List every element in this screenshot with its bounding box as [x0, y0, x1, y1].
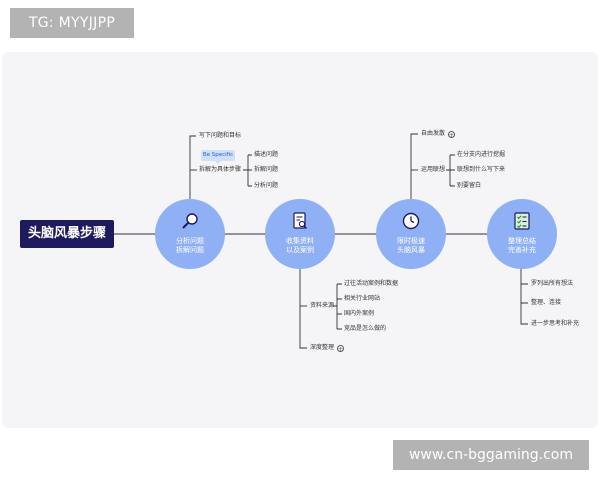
branch2-sub-1[interactable]: 过往活动案例和数据: [344, 280, 399, 287]
clock-icon: [402, 212, 420, 230]
branch1-sub-3[interactable]: 分析问题: [254, 182, 279, 189]
node-line2: 以及案例: [286, 246, 314, 254]
branch3-sub-3[interactable]: 别要留白: [457, 182, 482, 189]
node-timed-brainstorm[interactable]: 限时极速 头脑风暴: [376, 199, 446, 269]
branch1-sub-2[interactable]: 拆解问题: [254, 166, 279, 173]
branch3-sub-connectors: [446, 154, 455, 187]
branch4-item-1[interactable]: 罗列出所有想法: [531, 280, 574, 287]
magnifier-icon: [182, 213, 198, 229]
node-line1: 分析问题: [176, 237, 204, 245]
node-summarize[interactable]: 整理总结 完善补充: [487, 199, 557, 269]
expand-plus-icon[interactable]: +: [337, 345, 344, 353]
node-line1: 收集资料: [286, 237, 314, 245]
watermark-bottom: www.cn-bggaming.com: [393, 440, 589, 470]
branch2-trunk: [299, 234, 307, 349]
branch1-item2[interactable]: 拆解为具体步骤: [199, 166, 242, 173]
node-analyze-problem[interactable]: 分析问题 拆解问题: [155, 199, 225, 269]
node-line2: 头脑风暴: [397, 246, 425, 254]
watermark-top: TG: MYYJJPP: [10, 8, 134, 38]
node-collect-materials[interactable]: 收集资料 以及案例: [265, 199, 335, 269]
branch2-sub-4[interactable]: 竞品是怎么做的: [344, 325, 387, 332]
branch1-sub-connectors: [243, 154, 252, 187]
node-line1: 整理总结: [508, 237, 536, 245]
node-line2: 完善补充: [508, 246, 536, 254]
branch1-item1[interactable]: 写下问题和目标: [199, 132, 242, 139]
branch4-item-3[interactable]: 进一步思考和补充: [531, 320, 580, 327]
node-line2: 拆解问题: [176, 246, 204, 254]
branch3-item2[interactable]: 运用联想: [421, 166, 446, 173]
node-line1: 限时极速: [397, 237, 425, 245]
branch2-item1[interactable]: 资料来源: [310, 302, 335, 309]
branch2-sub-3[interactable]: 国内外案例: [344, 310, 375, 317]
expand-plus-icon[interactable]: +: [448, 131, 455, 139]
document-search-icon: [293, 212, 307, 229]
branch3-item1[interactable]: 自由发散: [421, 130, 446, 137]
branch2-sub-connectors: [333, 283, 342, 330]
branch1-sub-1[interactable]: 描述问题: [254, 151, 279, 158]
branch2-sub-2[interactable]: 相关行业网站: [344, 295, 381, 302]
branch3-sub-2[interactable]: 联想到什么写下来: [457, 166, 506, 173]
be-specific-badge: Be Specific: [201, 150, 235, 164]
branch4-item-2[interactable]: 整理、连接: [531, 299, 562, 306]
root-node[interactable]: 头脑风暴步骤: [20, 220, 114, 248]
branch3-sub-1[interactable]: 在分支内进行挖掘: [457, 151, 506, 158]
branch2-item2[interactable]: 深度整理: [310, 344, 335, 351]
checklist-icon: [514, 212, 530, 230]
